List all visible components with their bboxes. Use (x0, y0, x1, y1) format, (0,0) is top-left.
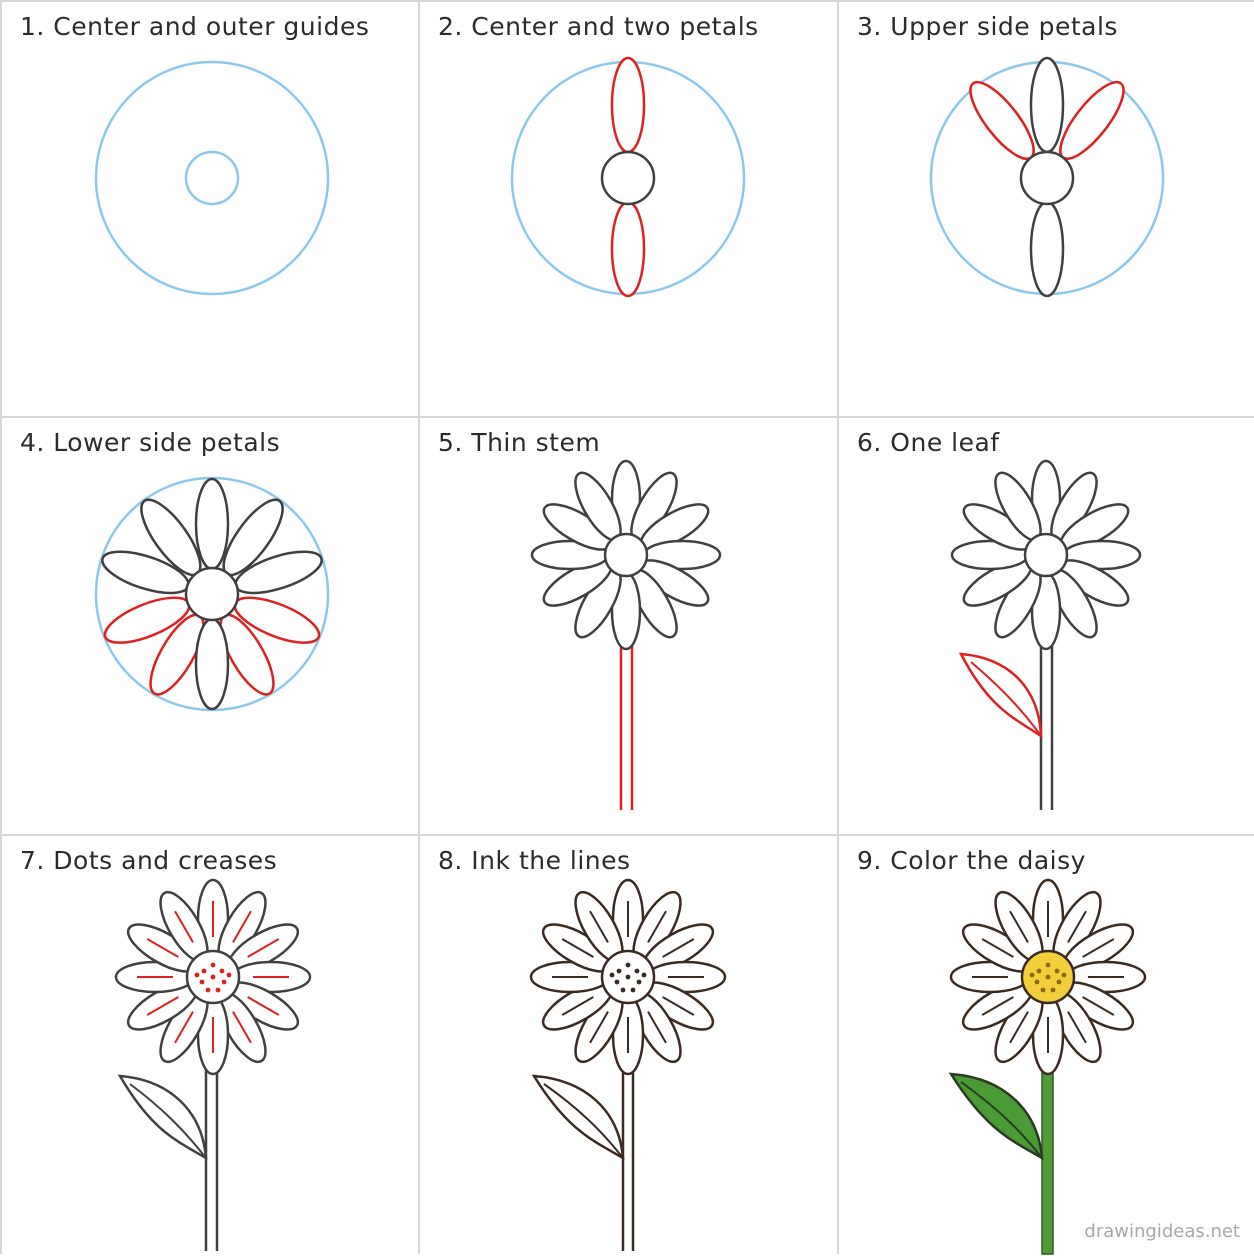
bottom-petal (1029, 200, 1065, 298)
watermark: drawingideas.net (1084, 1221, 1240, 1242)
leaf (948, 1072, 1044, 1161)
step-3-drawing (929, 56, 1165, 298)
flower-head (950, 459, 1142, 651)
step-title: 5. Thin stem (438, 428, 601, 457)
leaf-vein (970, 661, 1042, 737)
petal (194, 477, 230, 571)
step-title: 2. Center and two petals (438, 12, 759, 41)
leaf (958, 652, 1043, 739)
step-2-drawing (510, 56, 746, 298)
leaf (117, 1074, 208, 1161)
step-panel-9: 9. Color the daisy drawingideas.net (839, 836, 1254, 1256)
flower-head (530, 459, 722, 651)
step-panel-7: 7. Dots and creases (2, 836, 418, 1256)
step-panel-4: 4. Lower side petals (2, 418, 418, 834)
step-9-drawing (948, 878, 1147, 1255)
leaf-vein (543, 1083, 624, 1159)
step-title: 7. Dots and creases (20, 846, 278, 875)
flower-center (1023, 532, 1069, 578)
leaf-vein (129, 1083, 207, 1159)
center-guide-circle (184, 150, 240, 206)
leaf-vein (960, 1081, 1043, 1159)
step-5-drawing (530, 459, 722, 810)
step-title: 9. Color the daisy (857, 846, 1086, 875)
step-title: 4. Lower side petals (20, 428, 281, 457)
flower-center (600, 150, 656, 206)
stem (1041, 1063, 1054, 1255)
outer-guide-circle (94, 60, 330, 296)
top-petal (1029, 56, 1065, 154)
step-title: 6. One leaf (857, 428, 1000, 457)
step-title: 1. Center and outer guides (20, 12, 370, 41)
flower-head (114, 878, 312, 1076)
step-8-drawing (529, 878, 727, 1251)
step-title: 3. Upper side petals (857, 12, 1118, 41)
step-panel-1: 1. Center and outer guides (2, 2, 418, 416)
flower-center (1019, 150, 1075, 206)
flower-head (529, 878, 727, 1076)
step-panel-8: 8. Ink the lines (420, 836, 837, 1256)
flower-head (949, 878, 1147, 1076)
top-petal (610, 56, 646, 154)
step-panel-6: 6. One leaf (839, 418, 1254, 834)
step-panel-2: 2. Center and two petals (420, 2, 837, 416)
petal (194, 617, 230, 711)
step-title: 8. Ink the lines (438, 846, 631, 875)
step-6-drawing (950, 459, 1142, 810)
center-dots (1029, 962, 1067, 993)
flower-center (184, 566, 240, 622)
step-7-drawing (114, 878, 312, 1251)
step-1-drawing (94, 60, 330, 296)
center-dots (609, 962, 647, 993)
center-dots (194, 962, 232, 993)
step-panel-5: 5. Thin stem (420, 418, 837, 834)
flower-center (603, 532, 649, 578)
leaf (531, 1074, 625, 1161)
step-4-drawing (94, 476, 330, 712)
bottom-petal (610, 200, 646, 298)
step-panel-3: 3. Upper side petals (839, 2, 1254, 416)
